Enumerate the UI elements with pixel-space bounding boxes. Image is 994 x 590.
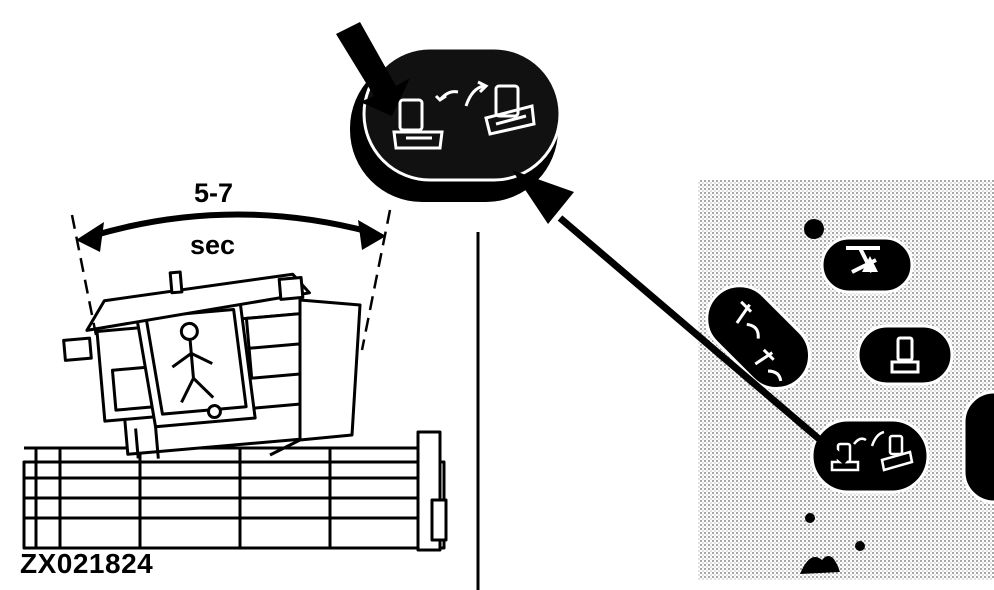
- combine-illustration: [22, 270, 448, 552]
- header-platform: [22, 430, 448, 552]
- figure-code-label: ZX021824: [20, 548, 154, 579]
- duration-value-label: 5-7: [194, 178, 234, 208]
- range-dash-left: [70, 214, 98, 336]
- panel-button-partial: [962, 390, 994, 504]
- panel-button-height: [856, 324, 954, 386]
- panel-indicator-dot: [804, 219, 824, 239]
- arc-arrowhead-left: [76, 222, 104, 252]
- pointer-arrow: [336, 22, 410, 116]
- control-panel: [698, 180, 994, 580]
- range-arc: [91, 211, 371, 239]
- panel-button-reel: [705, 284, 812, 391]
- header-tilt-left-icon: [392, 90, 459, 150]
- header-tilt-right-icon: [464, 80, 536, 136]
- tilt-range-indicator: [70, 209, 392, 351]
- leader-arrow: [512, 170, 849, 465]
- range-dash-right: [360, 209, 392, 351]
- panel-button-tilt: [810, 418, 930, 494]
- duration-unit-label: sec: [190, 230, 236, 260]
- combine-body: [62, 270, 331, 459]
- panel-button-float: [820, 236, 914, 294]
- arc-arrowhead-right: [358, 220, 386, 250]
